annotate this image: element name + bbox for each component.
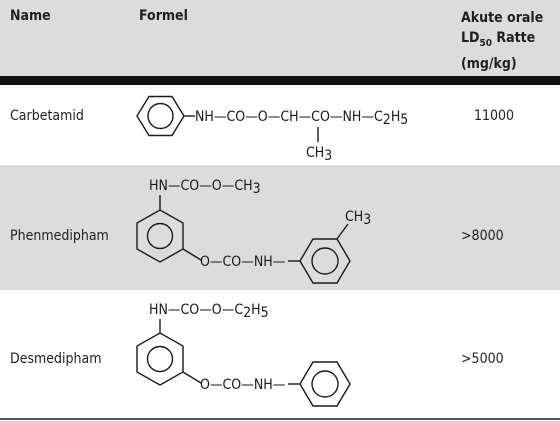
ld-subscript: 50 — [479, 37, 493, 49]
ld50-value: 11000 — [474, 108, 515, 124]
bond-line — [336, 223, 349, 240]
benzene-ring — [136, 332, 184, 386]
ratte-label: Ratte — [492, 30, 536, 46]
table-header: Name Formel Akute orale LD50 Ratte (mg/k… — [0, 0, 560, 76]
table-row: Phenmedipham >8000 HN—CO—O—CH3 O—CO—NH— … — [0, 165, 560, 290]
benzene-ring — [136, 209, 184, 263]
ld50-value: >8000 — [461, 228, 504, 244]
benzene-ring — [136, 95, 185, 137]
structural-formula: HN—CO—O—CH3 O—CO—NH— CH3 — [136, 178, 371, 284]
table-row: Carbetamid 11000 NH—CO—O—CH—CO—NH—C2H5 C… — [0, 85, 560, 165]
toxicity-header-line2: LD50 Ratte — [461, 28, 543, 54]
tolyl-ring — [299, 238, 351, 284]
table-row: Desmedipham >5000 HN—CO—O—C2H5 O—CO—NH— — [0, 290, 560, 418]
bottom-substituent: O—CO—NH— — [200, 254, 285, 270]
substance-name: Phenmedipham — [10, 228, 109, 244]
bond-line — [182, 248, 202, 261]
top-substituent: HN—CO—O—C2H5 — [149, 302, 269, 321]
ld-label: LD — [461, 30, 480, 46]
structural-formula: NH—CO—O—CH—CO—NH—C2H5 CH3 — [136, 95, 408, 164]
phenyl-ring — [299, 361, 351, 407]
bond-line — [182, 371, 202, 384]
column-header-formula: Formel — [139, 8, 188, 24]
toxicity-header-line3: (mg/kg) — [461, 55, 517, 72]
substance-name: Desmedipham — [10, 351, 102, 367]
top-substituent: HN—CO—O—CH3 — [149, 178, 261, 197]
branch-methyl: CH3 — [306, 145, 332, 164]
bottom-substituent: O—CO—NH— — [200, 377, 285, 393]
ld50-value: >5000 — [461, 351, 504, 367]
column-header-name: Name — [10, 8, 51, 24]
methyl-group: CH3 — [345, 209, 371, 228]
header-divider — [0, 76, 560, 85]
chain-text: NH—CO—O—CH—CO—NH—C2H5 — [195, 109, 408, 128]
toxicity-header-line1: Akute orale — [461, 10, 544, 26]
table-bottom-rule — [0, 418, 560, 420]
structural-formula: HN—CO—O—C2H5 O—CO—NH— — [136, 302, 351, 407]
column-header-toxicity: Akute orale LD50 Ratte (mg/kg) — [461, 8, 543, 74]
substance-name: Carbetamid — [10, 108, 84, 124]
